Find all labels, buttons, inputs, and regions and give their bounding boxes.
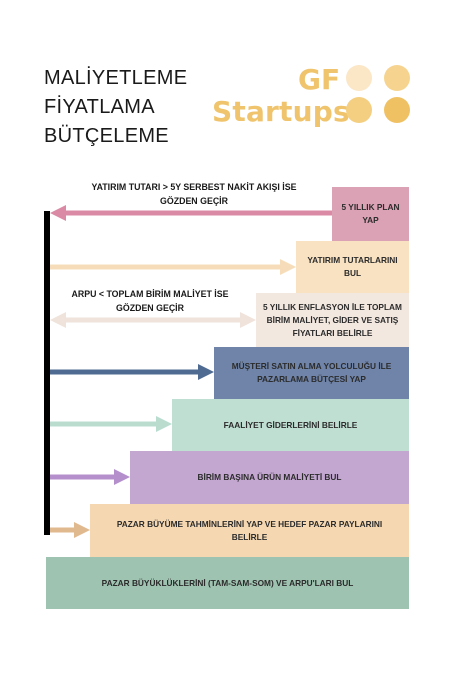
logo-dot-icon	[384, 97, 410, 123]
title-line-1: MALİYETLEME	[44, 67, 188, 89]
step-market-size-arpu: PAZAR BÜYÜKLÜKLERİNİ (TAM-SAM-SOM) VE AR…	[46, 557, 409, 609]
arrow-bidirectional-inflation	[50, 312, 256, 328]
step-investment-amounts: YATIRIM TUTARLARINI BUL	[296, 241, 409, 293]
step-inflation-costs: 5 YILLIK ENFLASYON İLE TOPLAM BİRİM MALİ…	[256, 293, 409, 347]
step-market-growth: PAZAR BÜYÜME TAHMİNLERİNİ YAP VE HEDEF P…	[90, 504, 409, 557]
title-line-3: BÜTÇELEME	[44, 125, 169, 147]
title-line-2: FİYATLAMA	[44, 96, 155, 118]
step-marketing-budget: MÜŞTERİ SATIN ALMA YOLCULUĞU İLE PAZARLA…	[214, 347, 409, 399]
left-vertical-bar	[44, 211, 50, 535]
step-5-year-plan: 5 YILLIK PLAN YAP	[332, 187, 409, 241]
arrow-to-left-from-plan	[50, 205, 332, 221]
arrow-to-investment	[50, 259, 296, 275]
step-operating-expenses: FAALİYET GİDERLERİNİ BELİRLE	[172, 399, 409, 451]
logo-dot-icon	[346, 97, 372, 123]
logo-dot-icon	[384, 65, 410, 91]
step-unit-cost: BİRİM BAŞINA ÜRÜN MALİYETİ BUL	[130, 451, 409, 504]
annotation-investment-review: YATIRIM TUTARI > 5Y SERBEST NAKİT AKIŞI …	[91, 182, 297, 206]
logo-dot-icon	[346, 65, 372, 91]
logo-text-startups: Startups	[212, 95, 350, 128]
arrow-to-unit-cost	[50, 469, 130, 485]
arrow-to-market-growth	[50, 522, 90, 538]
arrow-to-marketing	[50, 364, 214, 380]
annotation-arpu-review: ARPU < TOPLAM BİRİM MALİYET İSE GÖZDEN G…	[71, 289, 229, 313]
page-title: MALİYETLEME FİYATLAMA BÜTÇELEME	[44, 64, 187, 151]
arrow-to-opex	[50, 416, 172, 432]
logo-text-gf: GF	[298, 63, 341, 96]
